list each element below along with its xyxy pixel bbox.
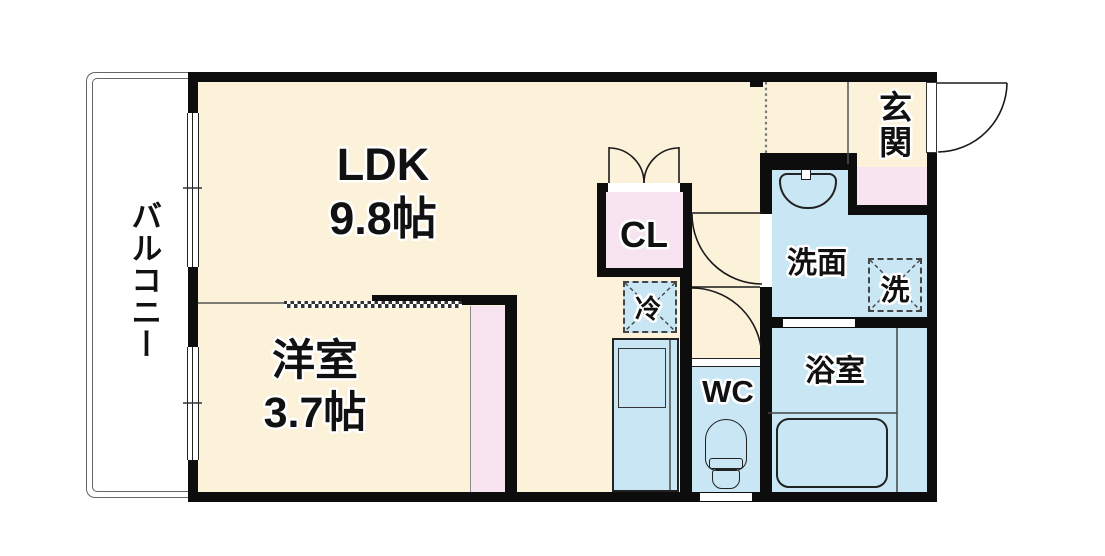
balcony-inner-line xyxy=(92,78,190,492)
toilet-bowl xyxy=(705,419,747,471)
toilet-seat-band xyxy=(709,458,743,469)
refrigerator-label: 冷 xyxy=(634,294,661,324)
kitchen-counter xyxy=(612,338,679,492)
bathroom-label: 浴室 xyxy=(805,355,865,388)
washer-label: 洗 xyxy=(880,275,910,307)
washer-space xyxy=(868,258,922,312)
wall-top-notch xyxy=(750,82,763,87)
western-room-label: 洋室 3.7帖 xyxy=(225,336,405,439)
entrance-label: 玄関 xyxy=(874,90,912,160)
wall-right xyxy=(927,72,937,502)
bathroom-floor xyxy=(768,328,927,492)
wall-entry-step-bottom xyxy=(848,205,937,215)
wc-bottom-notch xyxy=(700,493,752,501)
western-room-size: 3.7帖 xyxy=(263,388,367,437)
balcony-label: バルコニー xyxy=(126,200,162,360)
window-western-room xyxy=(187,347,199,460)
window-ldk xyxy=(187,113,199,267)
wall-washroom-top xyxy=(760,153,857,170)
wall-bottom xyxy=(188,492,937,502)
balcony-outline xyxy=(86,72,190,498)
ldk-label: LDK 9.8帖 xyxy=(293,138,473,246)
closet-label: CL xyxy=(620,214,668,255)
wall-western-room-right xyxy=(505,295,517,492)
window-ldk-center-line xyxy=(192,113,193,267)
closet-door-opening xyxy=(608,183,680,192)
washroom-door-opening xyxy=(760,214,772,287)
entry-step xyxy=(850,167,927,206)
ldk-size: 9.8帖 xyxy=(329,193,437,244)
western-room-closet-strip xyxy=(470,306,505,492)
window-western-center-line xyxy=(192,347,193,460)
wall-partition-stub xyxy=(372,295,517,305)
bathroom-door-opening xyxy=(783,319,855,327)
wall-entrance-left xyxy=(848,155,857,215)
wall-top xyxy=(188,72,937,82)
western-room-name: 洋室 xyxy=(272,337,358,385)
ldk-name: LDK xyxy=(336,139,430,190)
washroom-label: 洗面 xyxy=(787,247,847,280)
wc-door-opening xyxy=(692,358,760,367)
entrance-door-leaf xyxy=(926,82,937,153)
bathtub xyxy=(776,418,888,488)
toilet-base xyxy=(712,469,740,489)
wc-label: WC xyxy=(702,374,754,409)
entrance-door-swing xyxy=(937,82,1008,153)
wall-left xyxy=(188,72,198,502)
kitchen-sink xyxy=(618,348,666,408)
